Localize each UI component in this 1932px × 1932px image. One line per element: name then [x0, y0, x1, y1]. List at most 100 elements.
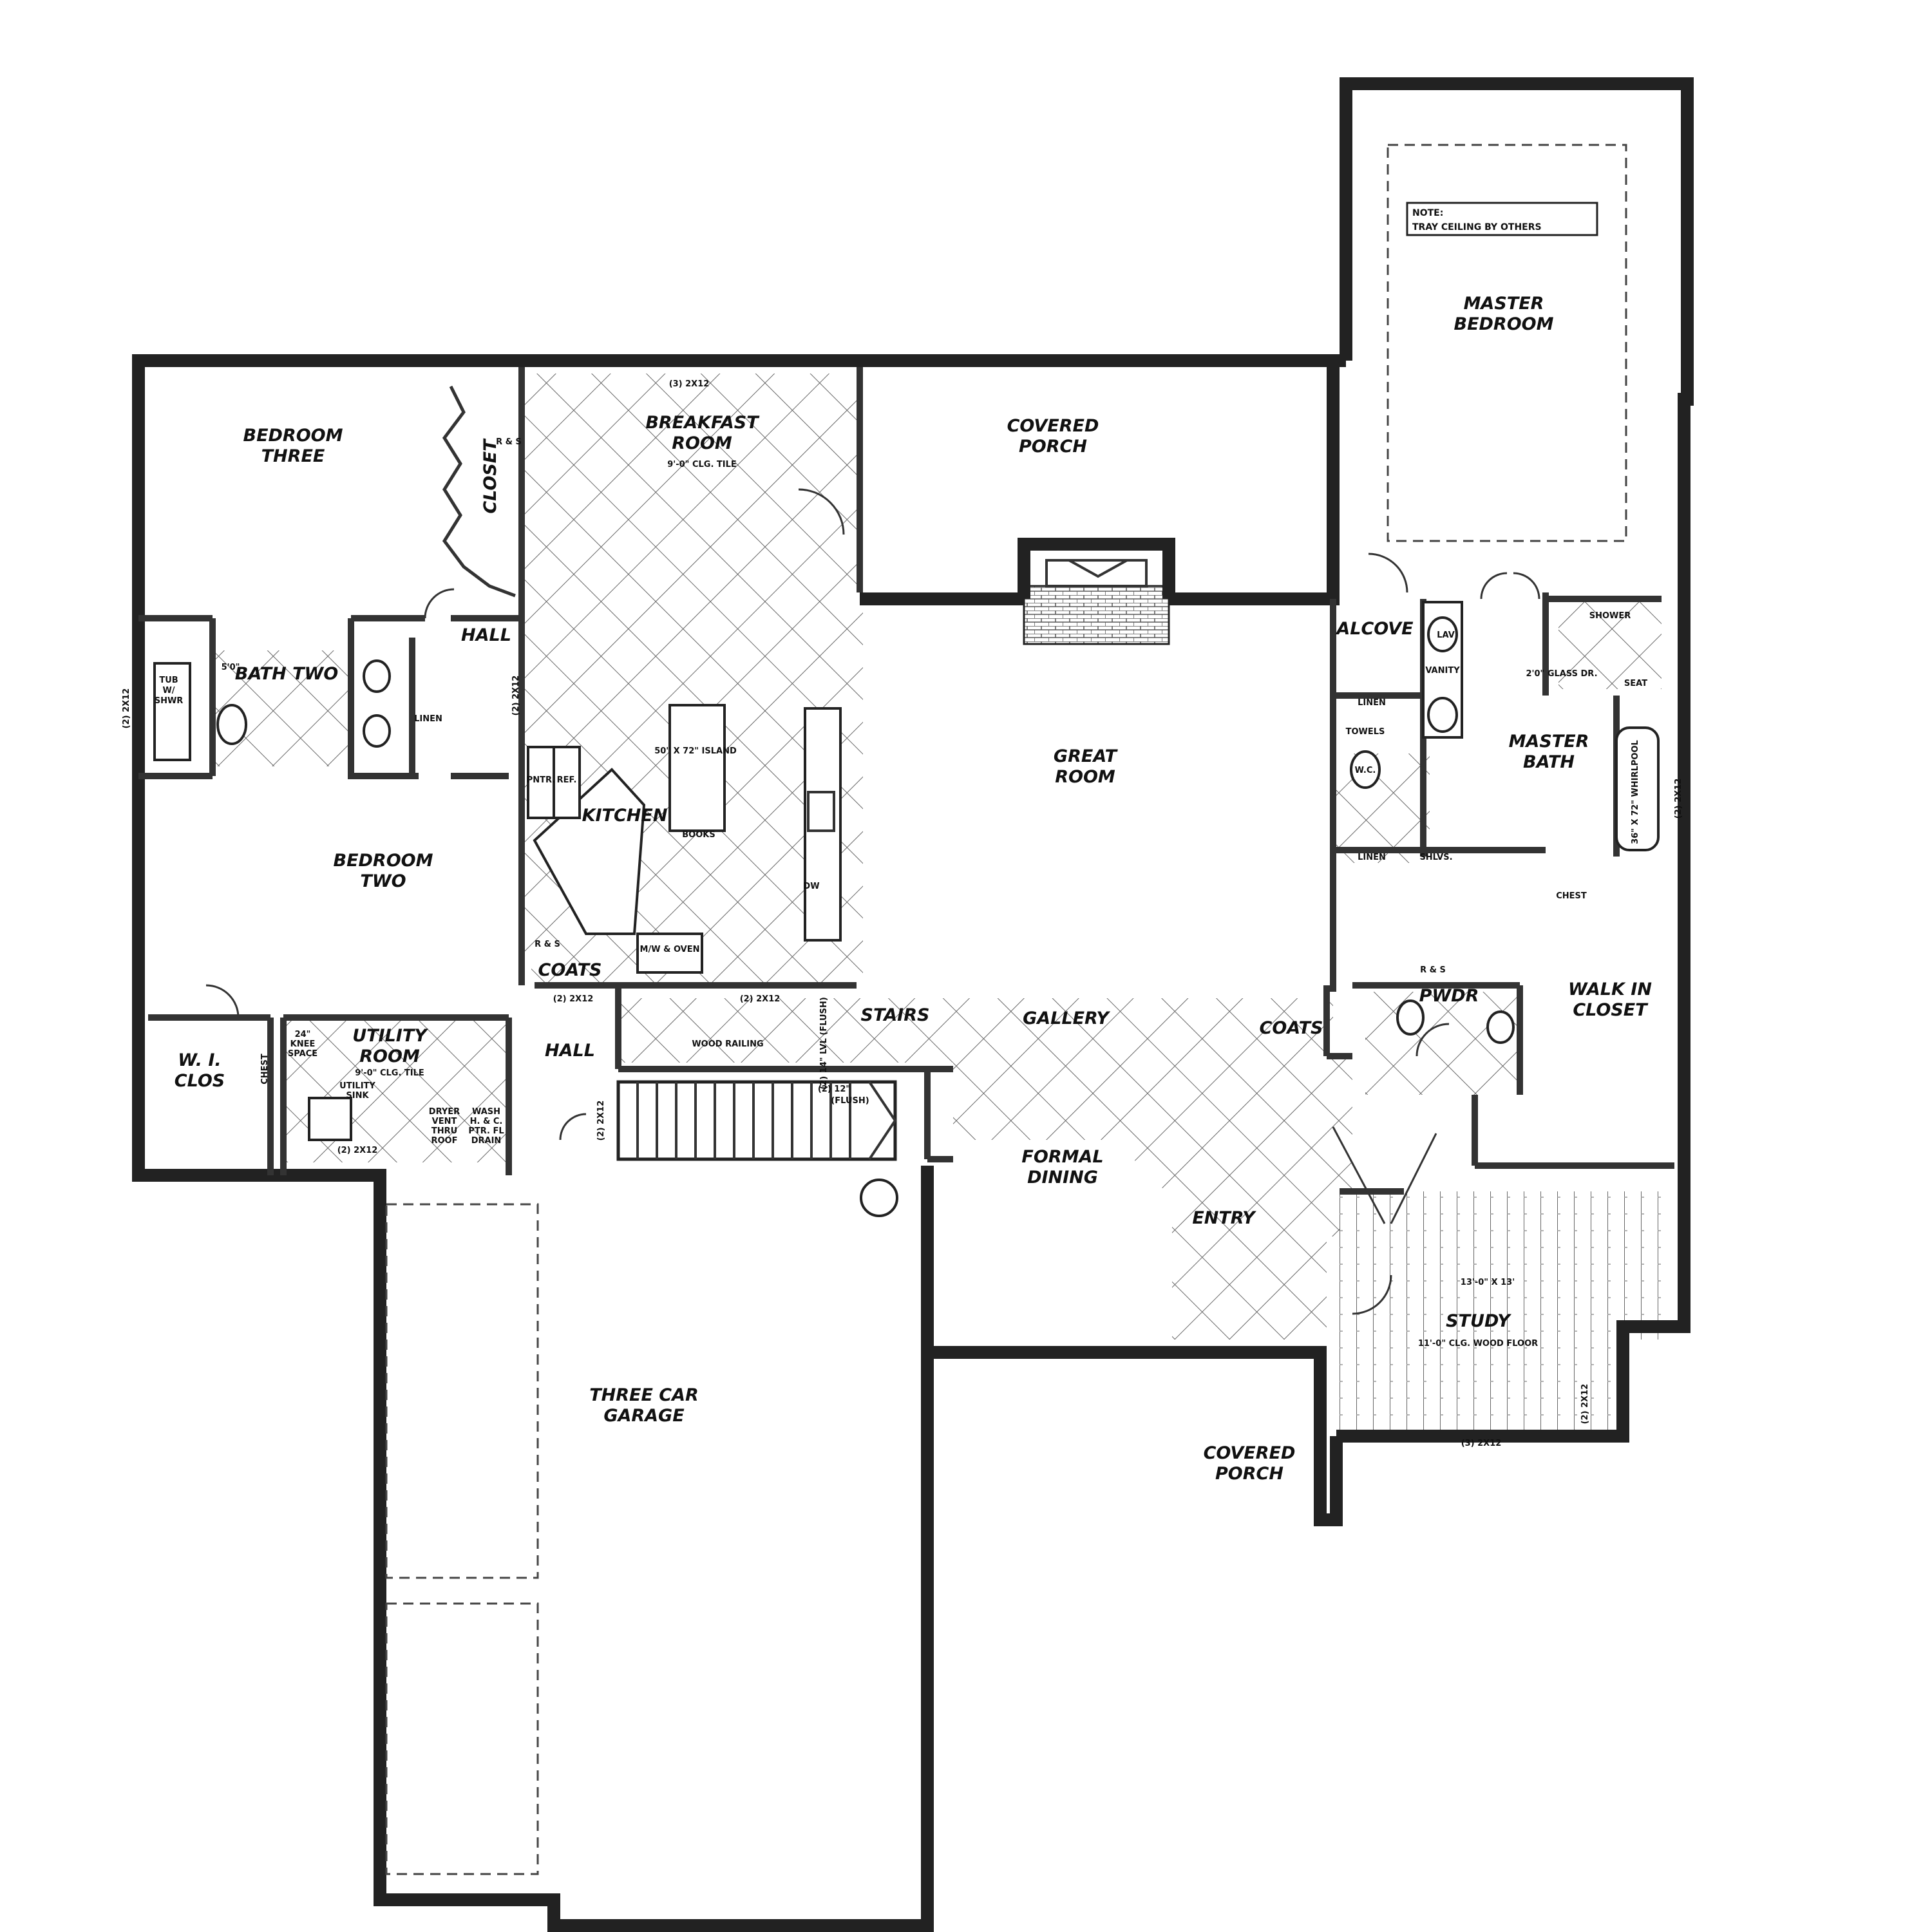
- master-lav-2: [1427, 697, 1458, 733]
- svg-text:THREE CAR: THREE CAR: [589, 1385, 699, 1405]
- svg-text:VENT: VENT: [432, 1117, 457, 1126]
- svg-text:BOOKS: BOOKS: [682, 830, 715, 840]
- svg-text:GARAGE: GARAGE: [603, 1406, 685, 1426]
- svg-text:(3) 2X12: (3) 2X12: [669, 379, 710, 389]
- svg-text:COVERED: COVERED: [1204, 1443, 1296, 1463]
- kitchen-counter-angled: [533, 768, 646, 935]
- hearth-brick: [1023, 585, 1170, 645]
- svg-text:(2) 2X12: (2) 2X12: [1580, 1384, 1590, 1425]
- label-closet: CLOSET: [480, 438, 500, 514]
- svg-text:(2) 2X12: (2) 2X12: [1674, 779, 1683, 819]
- svg-text:5'0": 5'0": [222, 663, 240, 672]
- label-utility-room: UTILITY ROOM: [352, 1026, 428, 1066]
- front-wall-center: [921, 1340, 1343, 1526]
- svg-text:SINK: SINK: [346, 1091, 369, 1101]
- svg-text:DINING: DINING: [1027, 1168, 1098, 1188]
- label-covered-porch-rear: COVERED PORCH: [1007, 416, 1099, 457]
- svg-text:MASTER: MASTER: [1464, 294, 1544, 314]
- svg-text:DRAIN: DRAIN: [471, 1136, 502, 1146]
- svg-text:ROOM: ROOM: [672, 433, 732, 453]
- garage-wall: [374, 1166, 934, 1932]
- svg-text:ROOM: ROOM: [1055, 767, 1115, 787]
- water-heater: [860, 1179, 898, 1217]
- svg-text:9'-0" CLG. TILE: 9'-0" CLG. TILE: [355, 1068, 424, 1078]
- svg-text:(2) 2X12: (2) 2X12: [553, 994, 594, 1004]
- svg-text:24": 24": [295, 1030, 311, 1039]
- svg-text:WALK IN: WALK IN: [1568, 980, 1652, 999]
- svg-text:BATH: BATH: [1523, 752, 1575, 772]
- svg-text:SHWR: SHWR: [155, 696, 184, 706]
- svg-text:2'0" GLASS DR.: 2'0" GLASS DR.: [1526, 669, 1597, 679]
- svg-text:FORMAL: FORMAL: [1021, 1147, 1103, 1167]
- label-master-bath: MASTER BATH: [1509, 732, 1589, 772]
- label-alcove: ALCOVE: [1335, 619, 1414, 639]
- svg-text:PNTR.: PNTR.: [527, 775, 555, 785]
- svg-text:PTR. FL: PTR. FL: [468, 1126, 504, 1136]
- kitchen-island: [668, 704, 726, 832]
- svg-text:TRAY CEILING BY OTHERS: TRAY CEILING BY OTHERS: [1412, 222, 1542, 232]
- svg-text:W.C.: W.C.: [1355, 766, 1376, 775]
- svg-text:CLOS: CLOS: [175, 1071, 225, 1091]
- label-coats-kitchen: COATS: [538, 960, 602, 980]
- staircase: [616, 1080, 897, 1161]
- pantry-unit: [527, 746, 555, 819]
- svg-text:KNEE: KNEE: [290, 1039, 316, 1049]
- svg-text:REF.: REF.: [557, 775, 577, 785]
- door-swings: [205, 488, 1540, 1315]
- label-entry: ENTRY: [1192, 1208, 1256, 1228]
- svg-text:TUB: TUB: [159, 676, 178, 685]
- closet-bifold-doors: [442, 385, 516, 598]
- svg-text:(2) 2X12: (2) 2X12: [122, 688, 131, 729]
- svg-text:UTILITY: UTILITY: [339, 1081, 375, 1091]
- svg-text:R & S: R & S: [535, 940, 560, 949]
- svg-text:WOOD RAILING: WOOD RAILING: [692, 1039, 763, 1049]
- svg-text:PORCH: PORCH: [1215, 1464, 1283, 1484]
- svg-text:ROOF: ROOF: [431, 1136, 458, 1146]
- study-wood-floor: [1340, 1191, 1668, 1436]
- label-gallery: GALLERY: [1023, 1009, 1110, 1028]
- svg-text:R & S: R & S: [496, 437, 522, 447]
- bath-two-tub: [153, 662, 191, 761]
- svg-text:PORCH: PORCH: [1019, 437, 1087, 457]
- label-hall-lower: HALL: [545, 1041, 595, 1061]
- svg-text:CHEST: CHEST: [1556, 891, 1587, 901]
- label-stairs: STAIRS: [861, 1005, 930, 1025]
- svg-text:LAV: LAV: [1437, 630, 1455, 640]
- label-study: STUDY: [1446, 1311, 1511, 1331]
- svg-text:50" X 72" ISLAND: 50" X 72" ISLAND: [654, 746, 737, 756]
- label-kitchen: KITCHEN: [582, 806, 668, 826]
- svg-text:SEAT: SEAT: [1624, 679, 1647, 688]
- svg-text:(2) 2X12: (2) 2X12: [740, 994, 781, 1004]
- garage-dashed-outline-upper: [385, 1203, 539, 1579]
- svg-text:BEDROOM: BEDROOM: [334, 851, 433, 871]
- utility-sink: [308, 1097, 352, 1141]
- svg-text:VANITY: VANITY: [1425, 666, 1460, 676]
- refrigerator: [553, 746, 581, 819]
- svg-text:DRYER: DRYER: [429, 1107, 460, 1117]
- label-hall-upper: HALL: [461, 625, 511, 645]
- fireplace: [1018, 538, 1175, 599]
- svg-text:M/W & OVEN: M/W & OVEN: [640, 945, 700, 954]
- master-bath-tile-floor: [1333, 753, 1430, 863]
- kitchen-sink: [807, 791, 835, 832]
- svg-text:NOTE:: NOTE:: [1412, 208, 1443, 218]
- label-great-room: GREAT ROOM: [1054, 746, 1119, 787]
- svg-text:WASH: WASH: [472, 1107, 500, 1117]
- svg-text:13'-0" X 13': 13'-0" X 13': [1461, 1278, 1515, 1287]
- svg-text:BREAKFAST: BREAKFAST: [645, 413, 760, 433]
- master-toilet: [1350, 750, 1381, 789]
- svg-text:CLOSET: CLOSET: [1573, 1000, 1649, 1020]
- oven-counter: [636, 933, 703, 974]
- svg-text:(2) 12": (2) 12": [818, 1084, 850, 1094]
- label-coats-entry: COATS: [1260, 1018, 1323, 1038]
- pwdr-tile-floor: [1365, 992, 1520, 1095]
- master-wing-wall: [1336, 77, 1694, 1443]
- svg-text:BEDROOM: BEDROOM: [1454, 314, 1554, 334]
- pwdr-toilet: [1396, 999, 1425, 1036]
- svg-text:(3) 2X12: (3) 2X12: [1461, 1439, 1502, 1448]
- svg-text:UTILITY: UTILITY: [352, 1026, 428, 1046]
- gallery-entry-tile-floor: [618, 998, 1352, 1340]
- svg-text:(2) 2X12: (2) 2X12: [596, 1101, 606, 1141]
- svg-text:THREE: THREE: [261, 446, 325, 466]
